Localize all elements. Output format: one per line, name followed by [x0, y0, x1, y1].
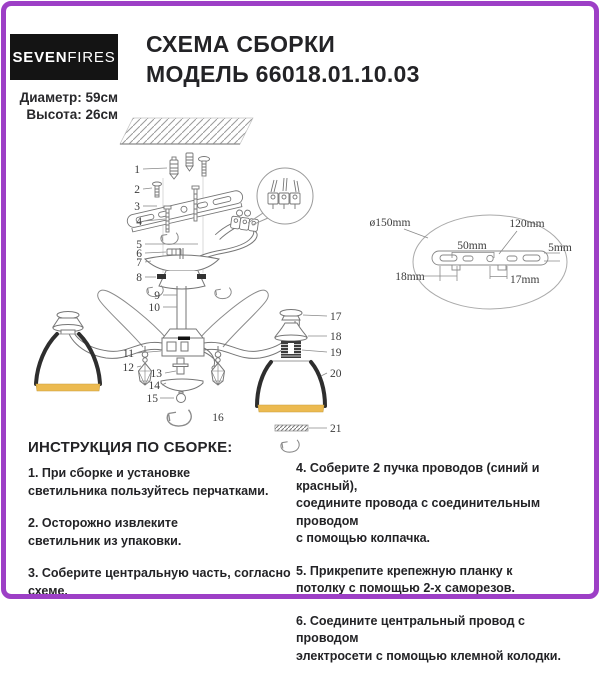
cord-clip-icon — [166, 248, 182, 256]
part-label-15: 15 — [147, 393, 159, 405]
part-label-12: 12 — [123, 362, 135, 374]
gasket-strip — [274, 424, 309, 432]
title-line-1: СХЕМА СБОРКИ — [146, 31, 336, 57]
inner-arms — [97, 289, 269, 348]
assembly-diagram: 1 2 3 4 5 6 7 8 9 10 11 12 13 14 15 16 1… — [34, 117, 572, 453]
dimension-labels: ø150mm 120mm 50mm 5mm 18mm 17mm — [370, 217, 572, 286]
ceiling-canopy — [143, 254, 221, 290]
leader-lines — [136, 167, 328, 429]
part-label-21: 21 — [330, 423, 342, 435]
page-title: СХЕМА СБОРКИ МОДЕЛЬ 66018.01.10.03 — [146, 30, 420, 90]
assembly-instructions: ИНСТРУКЦИЯ ПО СБОРКЕ: 1. При сборке и ус… — [28, 439, 584, 680]
part-label-2: 2 — [134, 184, 140, 196]
part-label-3: 3 — [134, 201, 140, 213]
dim-diameter: ø150mm — [370, 217, 411, 229]
dim-5: 5mm — [548, 242, 572, 254]
dim-120: 120mm — [509, 218, 544, 230]
lock-nuts — [157, 274, 206, 279]
anchor-dowel-icon — [169, 152, 194, 180]
part-labels: 1 2 3 4 5 6 7 8 9 10 11 12 13 14 15 16 1… — [123, 164, 342, 435]
magnifier-bubble — [247, 167, 314, 226]
size-specs: Диаметр: 59см Высота: 26см — [6, 90, 118, 124]
instruction-step-6: 6. Соедините центральный провод с провод… — [296, 613, 561, 663]
part-label-10: 10 — [149, 302, 161, 314]
diameter-spec: Диаметр: 59см — [19, 90, 118, 105]
part-label-19: 19 — [330, 347, 342, 359]
crystal-pendant-right — [211, 345, 225, 386]
instruction-step-3: 3. Соберите центральную часть, согласно … — [28, 566, 291, 598]
part-label-17: 17 — [330, 311, 342, 323]
part-label-18: 18 — [330, 331, 342, 343]
left-lamp-assembled — [34, 311, 102, 392]
mount-screw-icon — [198, 156, 210, 177]
part-label-8: 8 — [136, 272, 142, 284]
logo-light-text: FIRES — [67, 48, 116, 66]
height-spec: Высота: 26см — [26, 106, 118, 122]
dim-17: 17mm — [510, 274, 539, 286]
part-label-1: 1 — [134, 164, 140, 176]
right-shade-gold-rim — [257, 404, 325, 413]
part-label-9: 9 — [154, 290, 160, 302]
part-label-16: 16 — [212, 412, 224, 424]
instruction-step-5: 5. Прикрепите крепежную планку к потолку… — [296, 563, 515, 596]
dimension-lines — [403, 228, 560, 281]
instruction-step-1: 1. При сборке и установке светильника по… — [28, 466, 269, 498]
instruction-step-4: 4. Соберите 2 пучка проводов (синий и кр… — [296, 461, 541, 545]
part-label-11: 11 — [123, 348, 134, 360]
small-screw-icon — [152, 181, 162, 198]
bottom-finial-stack — [160, 357, 204, 403]
title-line-2: МОДЕЛЬ 66018.01.10.03 — [146, 60, 420, 87]
part-label-4: 4 — [136, 216, 142, 228]
lamp-socket — [281, 341, 301, 358]
logo-bold-text: SEVEN — [12, 48, 68, 66]
part-label-5: 5 — [136, 239, 142, 251]
part-label-13: 13 — [151, 368, 163, 380]
left-shade-gold-rim — [35, 383, 101, 392]
ceiling-hatch — [119, 117, 254, 145]
right-lamp-exploded — [255, 309, 327, 432]
part-label-6: 6 — [136, 248, 142, 260]
instructions-right-column: 4. Соберите 2 пучка проводов (синий и кр… — [296, 460, 584, 680]
long-screws-icon — [163, 185, 200, 233]
central-hub — [161, 328, 222, 376]
dim-50: 50mm — [457, 240, 486, 252]
instruction-step-2: 2. Осторожно извлеките светильник из упа… — [28, 516, 182, 548]
instructions-left-column: 1. При сборке и установке светильника по… — [28, 465, 296, 680]
mounting-plate-detail: ø150mm 120mm 50mm 5mm 18mm 17mm — [370, 214, 572, 310]
dim-18: 18mm — [395, 271, 424, 283]
part-label-20: 20 — [330, 368, 342, 380]
instructions-heading: ИНСТРУКЦИЯ ПО СБОРКЕ: — [28, 439, 233, 456]
part-label-14: 14 — [149, 380, 161, 392]
part-label-7: 7 — [136, 257, 142, 269]
terminal-block — [214, 209, 259, 240]
